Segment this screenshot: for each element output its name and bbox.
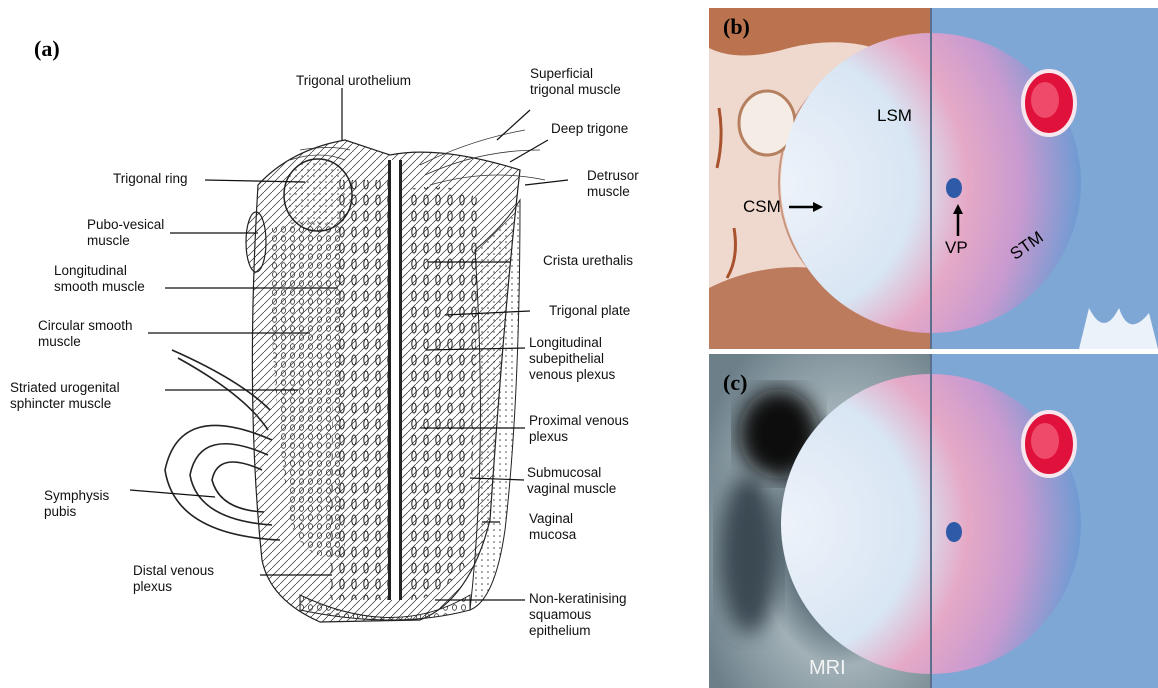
label-non-keratinising-squamous-epithelium: Non-keratinising squamous epithelium: [529, 591, 627, 639]
mri-and-histology-image: [709, 354, 1158, 688]
panel-c-mri-comparison: (c) MRI: [709, 354, 1158, 688]
label-striated-urogenital-sphincter: Striated urogenital sphincter muscle: [10, 380, 120, 412]
label-superficial-trigonal-muscle: Superficial trigonal muscle: [530, 66, 621, 98]
histology-image: [709, 8, 1158, 349]
label-proximal-venous-plexus: Proximal venous plexus: [529, 413, 629, 445]
label-deep-trigone: Deep trigone: [551, 121, 628, 137]
panel-a-diagram: (a) Trigonal urothelium Superficial trig…: [0, 0, 700, 688]
annotation-mri: MRI: [809, 657, 846, 680]
pubo-vesical-shape: [246, 212, 266, 272]
annotation-csm: CSM: [743, 197, 781, 217]
label-longitudinal-smooth-muscle: Longitudinal smooth muscle: [54, 263, 145, 295]
panel-b-label: (b): [723, 14, 750, 40]
panel-b-histology: (b) LSM CSM VP STM: [709, 8, 1158, 349]
label-crista-urethalis: Crista urethalis: [543, 253, 633, 269]
panel-a-label: (a): [34, 36, 60, 62]
label-trigonal-plate: Trigonal plate: [549, 303, 630, 319]
panel-c-label: (c): [723, 370, 747, 396]
left-venous-plexus-region: [330, 180, 395, 600]
venous-plexus-region: [405, 187, 480, 600]
annotation-vp: VP: [945, 238, 968, 258]
label-longitudinal-subepithelial-venous-plexus: Longitudinal subepithelial venous plexus: [529, 335, 615, 383]
trigonal-ring-shape: [284, 159, 352, 231]
label-submucosal-vaginal-muscle: Submucosal vaginal muscle: [527, 465, 616, 497]
label-circular-smooth-muscle: Circular smooth muscle: [38, 318, 133, 350]
label-trigonal-urothelium: Trigonal urothelium: [296, 73, 411, 89]
label-symphysis-pubis: Symphysis pubis: [44, 488, 109, 520]
label-vaginal-mucosa: Vaginal mucosa: [529, 511, 576, 543]
label-trigonal-ring: Trigonal ring: [113, 171, 188, 187]
label-distal-venous-plexus: Distal venous plexus: [133, 563, 214, 595]
label-detrusor-muscle: Detrusor muscle: [587, 168, 639, 200]
annotation-lsm: LSM: [877, 106, 912, 126]
label-pubo-vesical-muscle: Pubo-vesical muscle: [87, 217, 164, 249]
